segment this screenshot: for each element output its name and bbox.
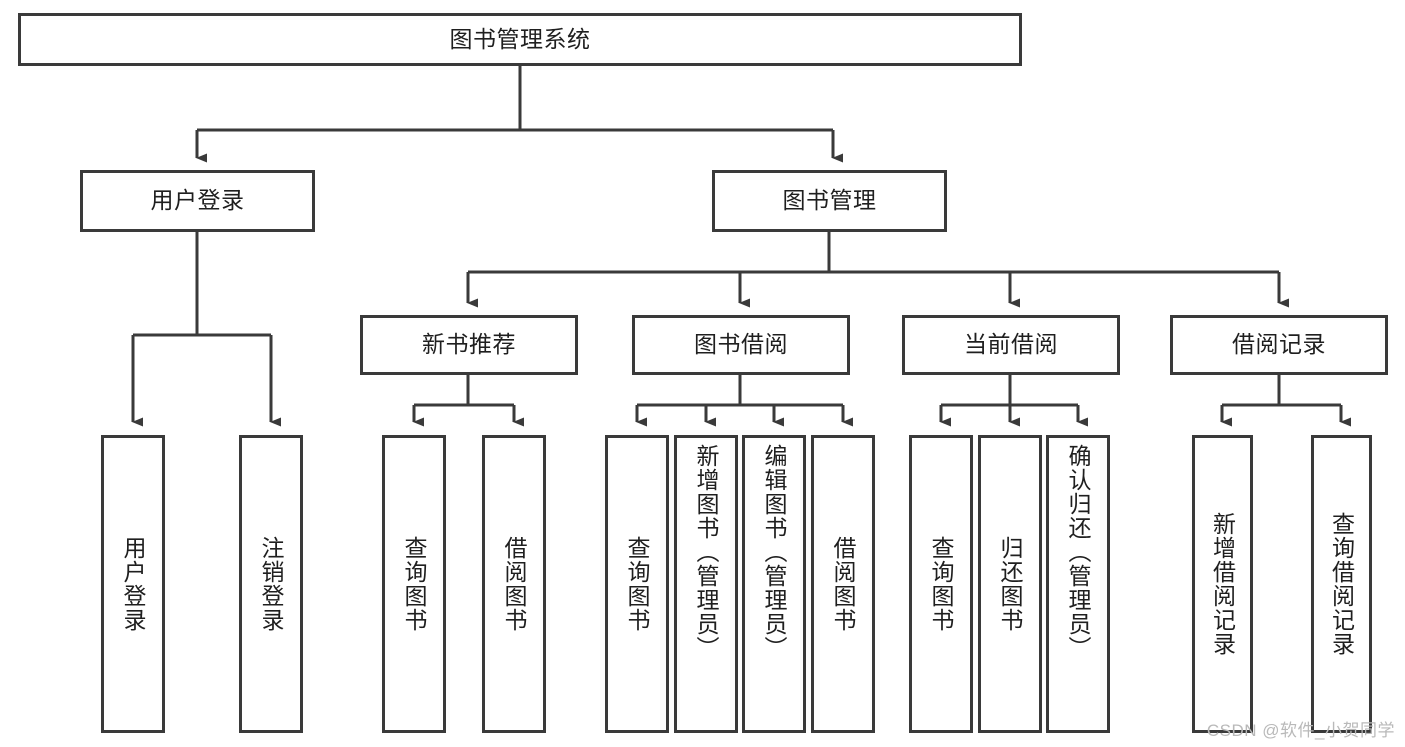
node-label: 图书借阅 [694, 331, 788, 358]
leaf-label: 查询借阅记录 [1328, 512, 1355, 656]
leaf-new-book-borrow[interactable]: 借阅图书 [482, 435, 546, 733]
leaf-label: 借阅图书 [501, 536, 528, 632]
leaf-borrow-record-query[interactable]: 查询借阅记录 [1311, 435, 1372, 733]
leaf-label: 确认归还（管理员） [1065, 444, 1092, 660]
node-label: 新书推荐 [422, 331, 516, 358]
node-user-login[interactable]: 用户登录 [80, 170, 315, 232]
node-new-book-recommend[interactable]: 新书推荐 [360, 315, 578, 375]
leaf-user-login-logout[interactable]: 注销登录 [239, 435, 303, 733]
leaf-label: 查询图书 [401, 536, 428, 632]
leaf-borrow-record-add[interactable]: 新增借阅记录 [1192, 435, 1253, 733]
leaf-book-borrow-borrow[interactable]: 借阅图书 [811, 435, 875, 733]
node-label: 图书管理 [782, 187, 877, 214]
leaf-label: 编辑图书（管理员） [761, 444, 788, 660]
leaf-label: 注销登录 [258, 536, 285, 632]
leaf-book-borrow-add[interactable]: 新增图书（管理员） [674, 435, 738, 733]
leaf-label: 借阅图书 [830, 536, 857, 632]
leaf-label: 新增借阅记录 [1209, 512, 1236, 656]
watermark: CSDN @软件_小贺同学 [1206, 721, 1395, 740]
node-borrow-record[interactable]: 借阅记录 [1170, 315, 1388, 375]
leaf-book-borrow-edit[interactable]: 编辑图书（管理员） [742, 435, 806, 733]
leaf-current-borrow-confirm-return[interactable]: 确认归还（管理员） [1046, 435, 1110, 733]
leaf-label: 查询图书 [624, 536, 651, 632]
leaf-label: 归还图书 [997, 536, 1024, 632]
leaf-current-borrow-query[interactable]: 查询图书 [909, 435, 973, 733]
leaf-user-login-login[interactable]: 用户登录 [101, 435, 165, 733]
node-label: 图书管理系统 [449, 25, 591, 52]
leaf-new-book-query[interactable]: 查询图书 [382, 435, 446, 733]
leaf-label: 用户登录 [120, 536, 147, 632]
leaf-label: 查询图书 [928, 536, 955, 632]
node-label: 当前借阅 [964, 331, 1058, 358]
leaf-current-borrow-return[interactable]: 归还图书 [978, 435, 1042, 733]
node-label: 用户登录 [150, 187, 245, 214]
node-book-management[interactable]: 图书管理 [712, 170, 947, 232]
node-book-borrow[interactable]: 图书借阅 [632, 315, 850, 375]
node-label: 借阅记录 [1232, 331, 1326, 358]
leaf-book-borrow-query[interactable]: 查询图书 [605, 435, 669, 733]
leaf-label: 新增图书（管理员） [693, 444, 720, 660]
node-root-book-management-system[interactable]: 图书管理系统 [18, 13, 1022, 66]
node-current-borrow[interactable]: 当前借阅 [902, 315, 1120, 375]
